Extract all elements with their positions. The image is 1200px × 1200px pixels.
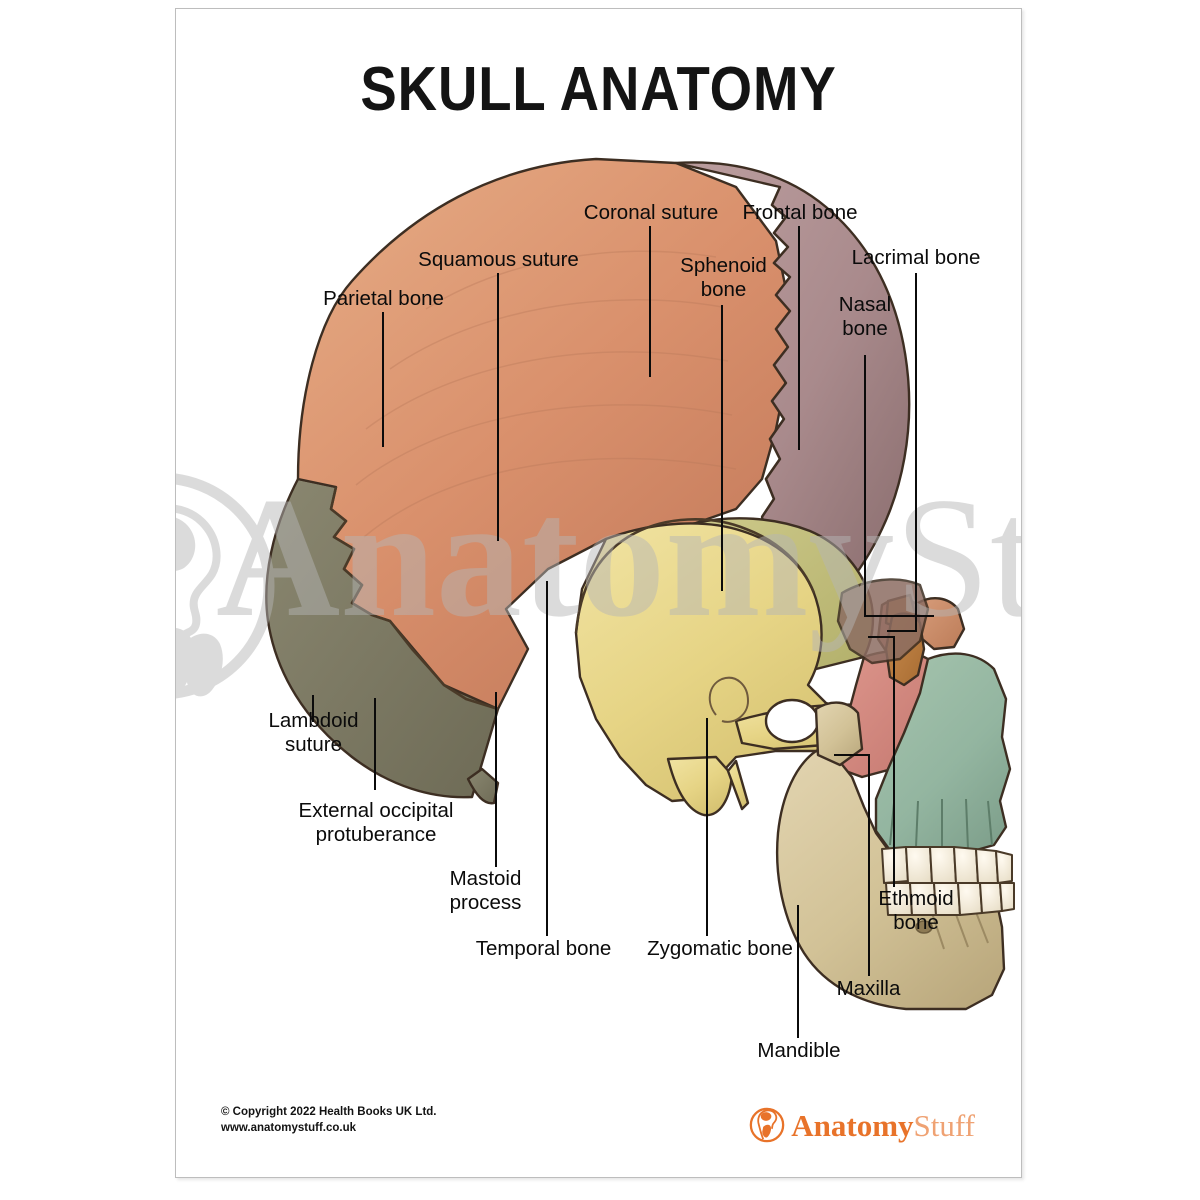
orbit-cavity: [836, 578, 930, 665]
label-coronal-suture: Coronal suture: [583, 201, 719, 224]
label-sphenoid-bone-line1: Sphenoid: [680, 254, 767, 277]
mental-foramen: [915, 920, 933, 934]
upper-teeth: [881, 846, 1013, 884]
label-mastoid-process: Mastoid process: [398, 867, 573, 915]
label-ethmoid-bone-line2: bone: [893, 910, 939, 934]
bone-maxilla: [874, 652, 1012, 857]
copyright-notice: © Copyright 2022 Health Books UK Ltd. ww…: [221, 1104, 437, 1137]
logo-text-bold: Anatomy: [791, 1107, 914, 1143]
skull-illustration: [265, 157, 1015, 1011]
lambdoid-suture-line: [329, 486, 499, 711]
label-frontal-bone: Frontal bone: [742, 201, 858, 224]
label-parietal-bone: Parietal bone: [323, 287, 444, 310]
mandible-ramus: [814, 701, 864, 767]
label-lacrimal-bone: Lacrimal bone: [851, 246, 981, 269]
temporal-ring-detail: [708, 676, 749, 723]
label-mastoid-process-line1: Mastoid: [449, 867, 522, 890]
leader-lines: [312, 226, 934, 1038]
label-ethmoid-bone: Ethmoid bone: [826, 887, 1006, 935]
squamous-suture-line: [574, 518, 816, 634]
lower-teeth: [885, 882, 1015, 916]
label-external-occipital-line1: External occipital: [298, 799, 454, 822]
anatomystuff-logo-text: AnatomyStuff: [791, 1110, 975, 1141]
label-sphenoid-bone: Sphenoid bone: [636, 254, 811, 302]
leader-lacrimal-bone: [887, 273, 917, 632]
label-external-occipital-line2: protuberance: [315, 822, 437, 846]
label-temporal-bone: Temporal bone: [475, 937, 612, 960]
bone-parietal: [296, 157, 792, 711]
copyright-line-1: © Copyright 2022 Health Books UK Ltd.: [221, 1105, 437, 1118]
label-maxilla: Maxilla: [836, 977, 901, 1000]
leader-maxilla: [834, 754, 870, 976]
label-mastoid-process-line2: process: [449, 890, 522, 914]
leader-ethmoid-bone: [868, 636, 895, 887]
logo-text-light: Stuff: [913, 1107, 975, 1143]
label-lambdoid-suture-line2: suture: [285, 732, 342, 756]
styloid-process: [726, 759, 750, 811]
bone-occipital: [265, 477, 500, 799]
anatomystuff-circle-logo-icon: [749, 1107, 785, 1143]
website-url: www.anatomystuff.co.uk: [221, 1122, 357, 1135]
label-lambdoid-suture-line1: Lambdoid: [268, 709, 359, 732]
label-zygomatic-bone: Zygomatic bone: [647, 937, 793, 960]
bone-frontal: [674, 161, 911, 607]
label-nasal-bone: Nasal bone: [796, 293, 934, 341]
label-external-occipital-protuberance: External occipital protuberance: [201, 799, 551, 847]
poster-canvas: SKULL ANATOMY: [175, 8, 1022, 1178]
cranial-shading: [355, 250, 737, 538]
label-sphenoid-bone-line2: bone: [700, 277, 747, 301]
label-nasal-bone-line1: Nasal: [838, 293, 892, 316]
page-title: SKULL ANATOMY: [360, 55, 837, 124]
leader-nasal-bone: [864, 355, 934, 617]
external-occipital-protuberance-shape: [466, 767, 500, 805]
label-squamous-suture: Squamous suture: [418, 248, 579, 271]
label-nasal-bone-line2: bone: [842, 316, 888, 340]
anatomystuff-logo: AnatomyStuff: [748, 1106, 975, 1144]
label-lambdoid-suture: Lambdoid suture: [216, 709, 411, 757]
label-ethmoid-bone-line1: Ethmoid: [878, 887, 954, 910]
label-mandible: Mandible: [757, 1039, 841, 1062]
